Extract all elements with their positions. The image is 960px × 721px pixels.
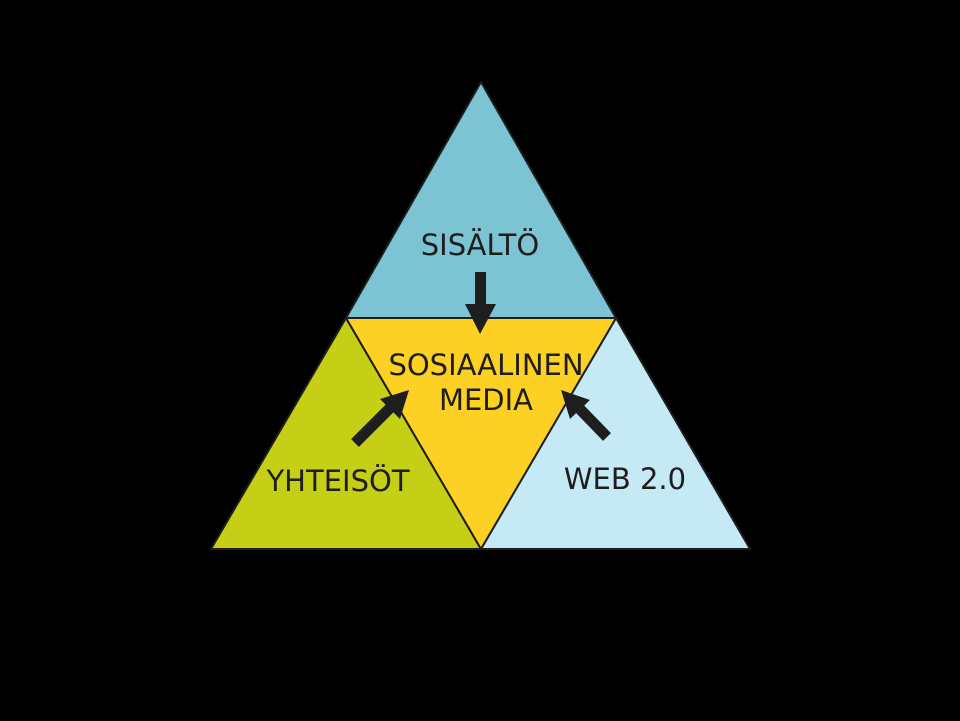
arrow-up-right-icon bbox=[351, 390, 409, 447]
content-label: SISÄLTÖ bbox=[421, 228, 539, 262]
social-media-label-line1: SOSIAALINEN bbox=[388, 348, 583, 382]
social-media-label-line2: MEDIA bbox=[439, 383, 533, 417]
arrow-up-left-icon bbox=[561, 390, 611, 441]
web20-label: WEB 2.0 bbox=[564, 462, 686, 496]
arrow-down-icon bbox=[465, 272, 496, 334]
communities-label: YHTEISÖT bbox=[265, 464, 409, 498]
